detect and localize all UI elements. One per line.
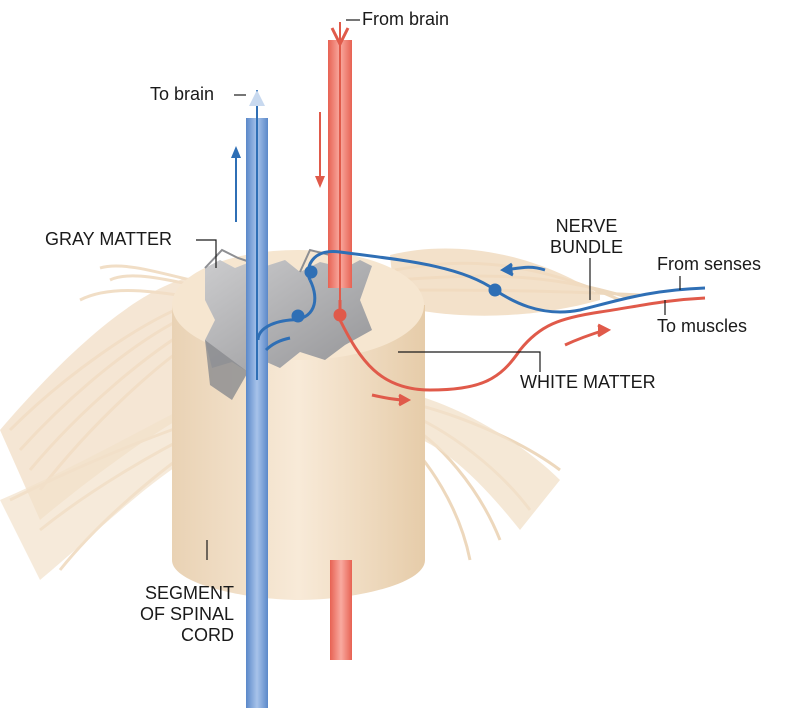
label-from-senses: From senses — [657, 254, 761, 275]
label-nerve-bundle: NERVE BUNDLE — [550, 216, 623, 258]
label-white-matter: WHITE MATTER — [520, 372, 656, 393]
label-from-brain: From brain — [362, 9, 449, 30]
label-to-brain: To brain — [150, 84, 214, 105]
label-gray-matter: GRAY MATTER — [45, 229, 172, 250]
label-segment-of-spinal-cord: SEGMENT OF SPINAL CORD — [138, 583, 234, 646]
label-to-muscles: To muscles — [657, 316, 747, 337]
spinal-cord-segment — [172, 250, 425, 600]
